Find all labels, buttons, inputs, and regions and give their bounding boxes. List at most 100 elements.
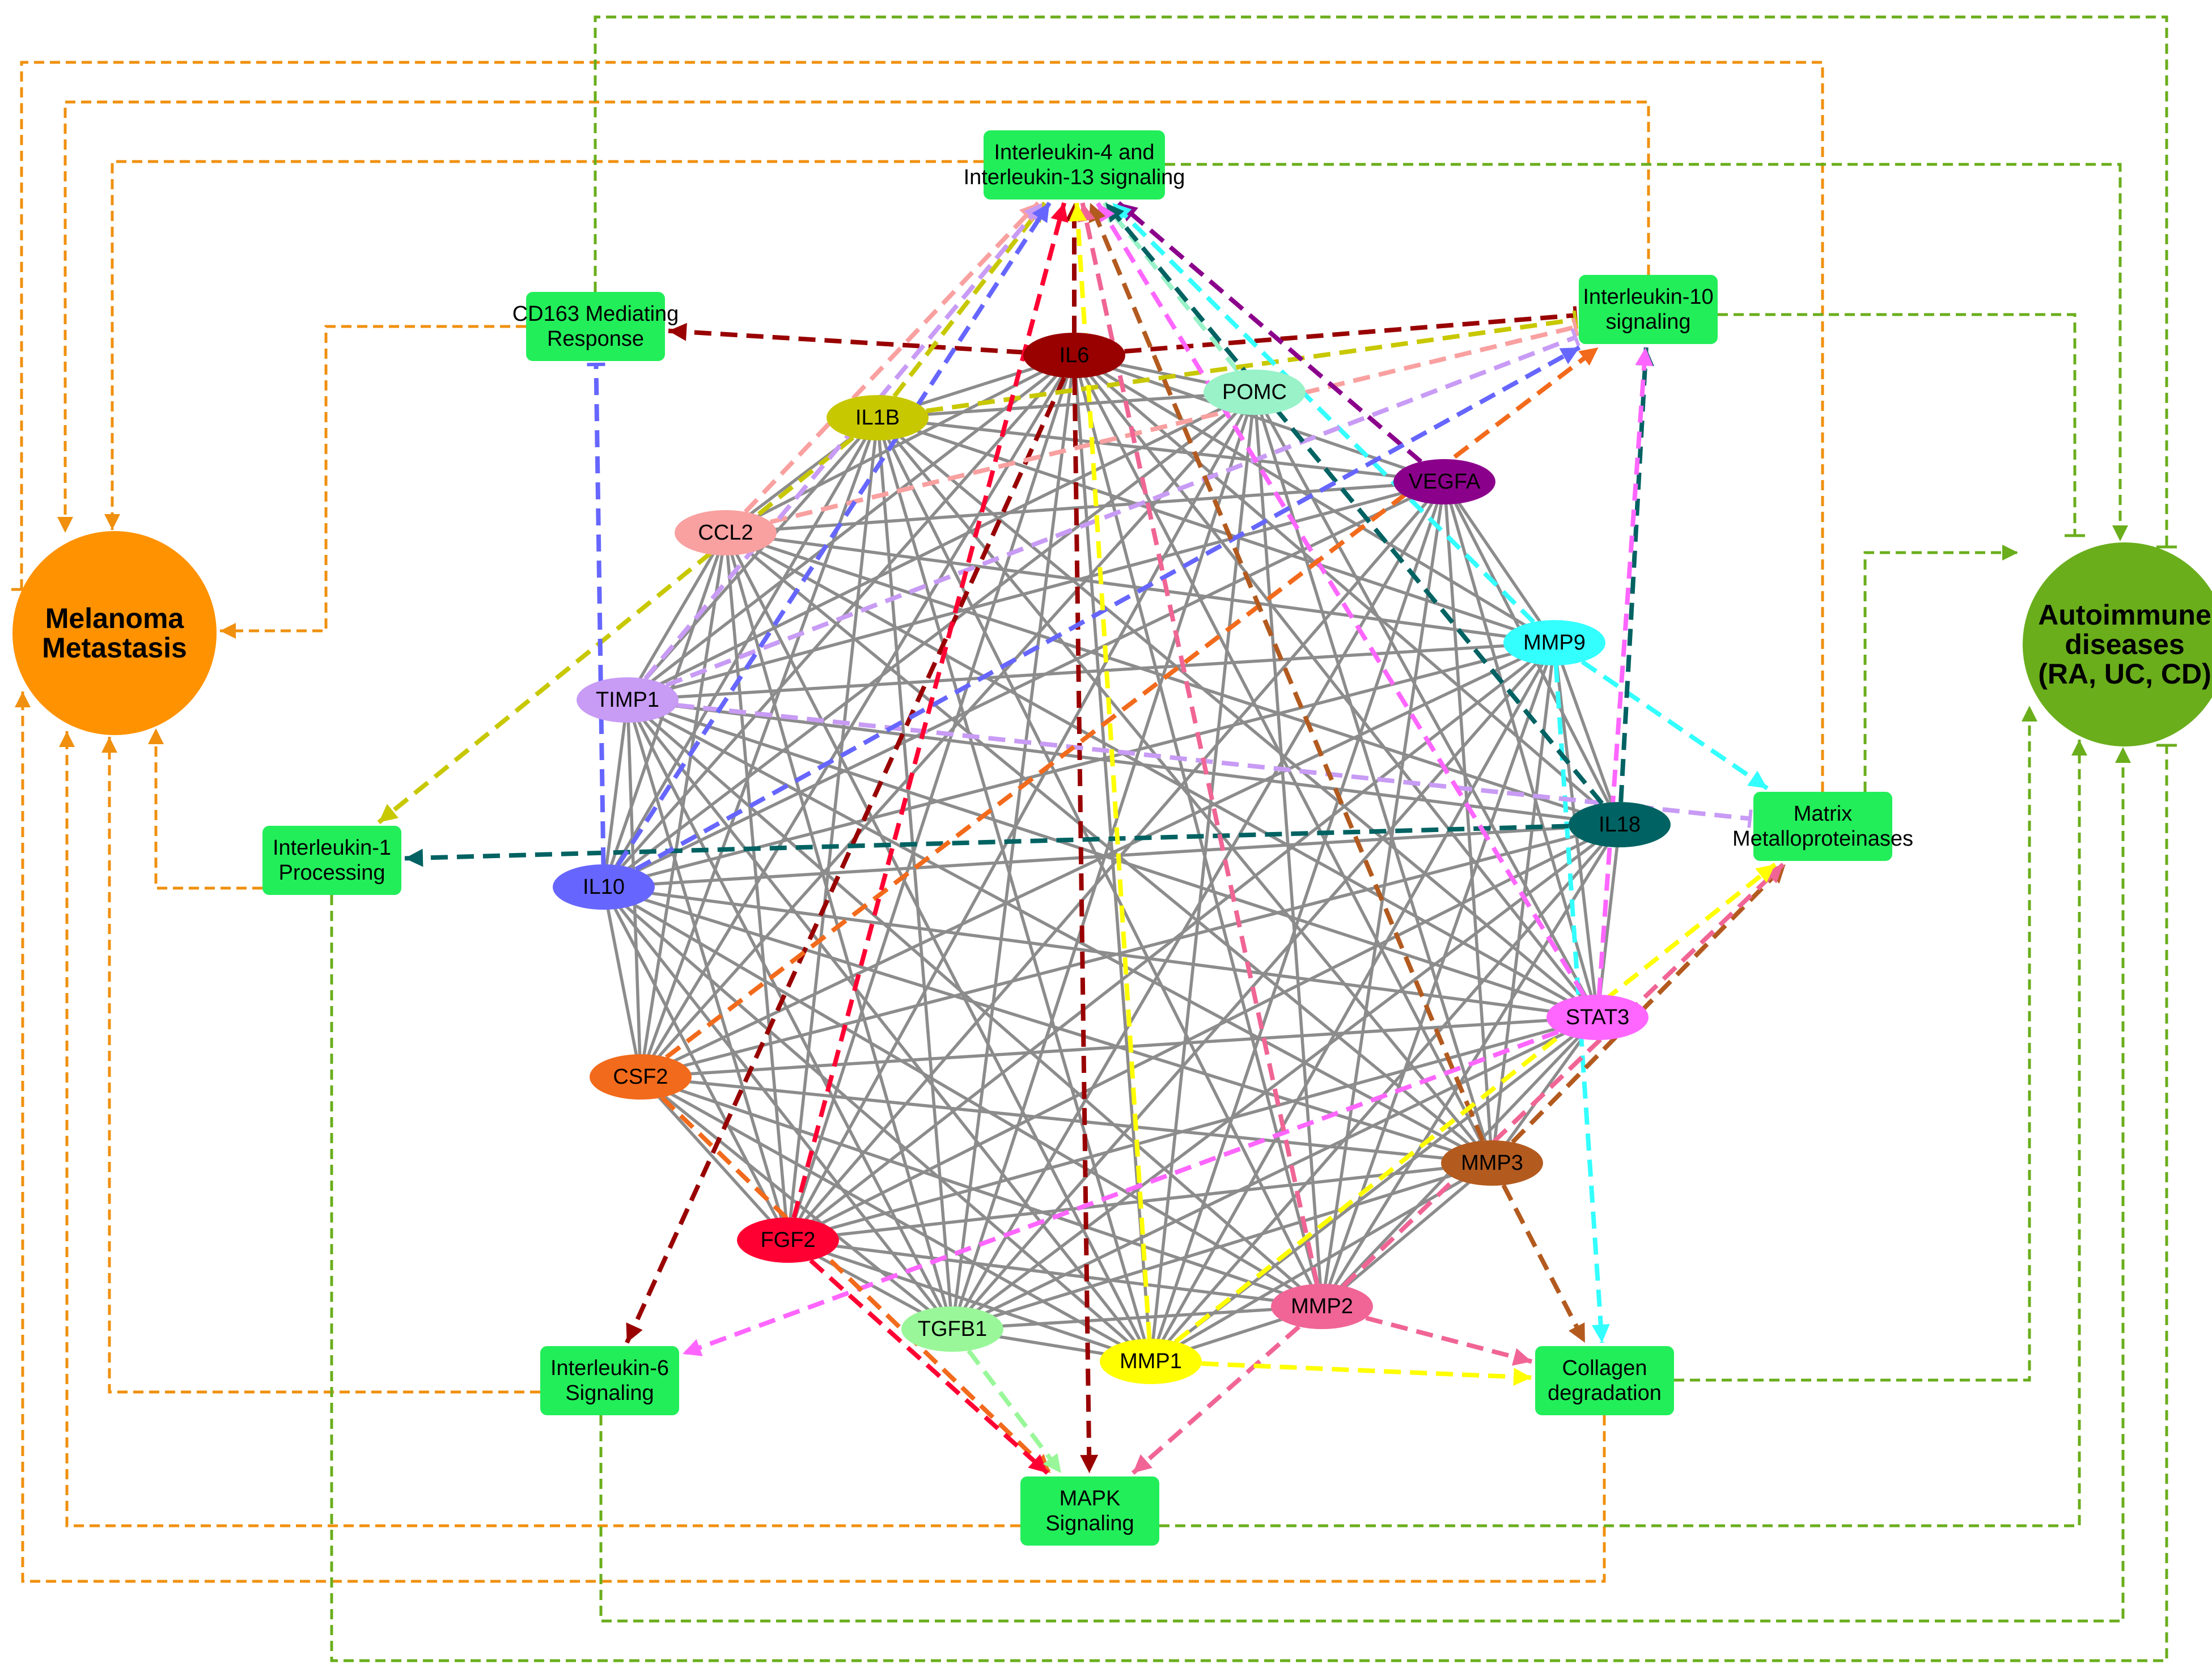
gene-label-mmp3: MMP3 — [1461, 1151, 1523, 1175]
link-il4il13-to-autoimmune — [1165, 163, 2122, 541]
gene-node-vegfa[interactable]: VEGFA — [1393, 459, 1495, 504]
edge-il18-il1proc-arrowhead — [405, 848, 423, 867]
edge-mmp2-collagen-arrowhead — [1511, 1348, 1532, 1366]
gene-ellipse-mmp3 — [1441, 1140, 1543, 1186]
gene-ellipse-ccl2 — [675, 510, 777, 555]
gene-label-mmp1: MMP1 — [1120, 1350, 1182, 1373]
gene-node-pomc[interactable]: POMC — [1204, 370, 1306, 415]
edge-mmp1-collagen — [1201, 1361, 1532, 1380]
ppi-edge-il18-tgfb1 — [951, 823, 1621, 1331]
link-mmps-to-melanoma — [20, 61, 1824, 792]
gene-node-il6[interactable]: IL6 — [1023, 333, 1125, 378]
gene-node-mmp1[interactable]: MMP1 — [1100, 1339, 1202, 1384]
ppi-edge-mmp9-mmp3 — [1490, 642, 1556, 1164]
link-il4il13-to-melanoma — [111, 160, 984, 530]
disease-label-autoimmune-line-1: Autoimmune — [2038, 599, 2211, 631]
ppi-edge-il10-tgfb1 — [602, 886, 954, 1330]
gene-ellipse-il10 — [553, 864, 655, 910]
ppi-edge-il6-timp1 — [626, 354, 1075, 702]
edge-mmp1-collagen-arrowhead — [1513, 1368, 1532, 1386]
gene-node-il18[interactable]: IL18 — [1569, 802, 1671, 847]
ppi-edge-ccl2-tgfb1 — [724, 532, 954, 1330]
gene-node-timp1[interactable]: TIMP1 — [577, 677, 679, 723]
ppi-edge-il1b-mmp2 — [876, 417, 1324, 1308]
ppi-edge-csf2-mmp3 — [640, 1075, 1493, 1165]
edge-il10-il4il13-arrowhead — [1032, 203, 1050, 223]
pathway-label-il4il13-line-1: Interleukin-4 and — [994, 141, 1154, 164]
link-collagen-to-melanoma — [21, 691, 1606, 1583]
link-cd163-to-melanoma — [220, 325, 526, 633]
ppi-edge-il10-stat3 — [603, 885, 1598, 1019]
gene-label-il18: IL18 — [1599, 813, 1641, 837]
edge-timp1-il10sig — [665, 335, 1577, 688]
gene-node-tgfb1[interactable]: TGFB1 — [901, 1306, 1003, 1352]
gene-node-stat3[interactable]: STAT3 — [1546, 995, 1649, 1040]
link-il6sig-to-melanoma-arrowhead — [101, 737, 117, 753]
link-il1proc-to-melanoma — [154, 728, 262, 890]
pathway-box-il1proc — [262, 826, 401, 895]
ppi-edge-il1b-vegfa — [877, 416, 1445, 483]
edge-mmp2-mapk — [1131, 1325, 1301, 1475]
edge-fgf2-mapk — [809, 1258, 1049, 1475]
ppi-edge-vegfa-mmp9 — [1443, 481, 1556, 644]
edge-mmp9-mmps-arrowhead — [1747, 770, 1768, 788]
gene-node-il1b[interactable]: IL1B — [827, 395, 929, 440]
gene-node-fgf2[interactable]: FGF2 — [737, 1217, 839, 1263]
disease-label-melanoma-line-2: Metastasis — [42, 632, 187, 664]
ppi-edge-mmp9-mmp1 — [1149, 642, 1556, 1363]
link-mapk-to-autoimmune-arrowhead — [2071, 740, 2087, 756]
link-collagen-to-autoimmune — [1674, 706, 2031, 1382]
pathway-label-il1proc-line-1: Interleukin-1 — [273, 836, 391, 860]
pathway-label-collagen-line-1: Collagen — [1562, 1356, 1647, 1380]
gene-ellipse-il18 — [1569, 802, 1671, 847]
edge-il6-mapk-arrowhead — [1080, 1454, 1099, 1473]
gene-node-csf2[interactable]: CSF2 — [590, 1054, 692, 1100]
edge-il1b-il1proc-arrowhead — [379, 804, 399, 822]
ppi-edge-ccl2-mmp3 — [724, 531, 1493, 1165]
edge-ccl2-il10sig — [770, 325, 1576, 524]
pathway-box-il6sig — [540, 1346, 679, 1415]
edge-timp1-mmps — [677, 703, 1751, 821]
ppi-edge-il6-vegfa — [1074, 354, 1445, 483]
gene-node-mmp9[interactable]: MMP9 — [1503, 620, 1605, 665]
disease-label-autoimmune-line-2: diseases — [2065, 629, 2184, 660]
gene-node-mmp3[interactable]: MMP3 — [1441, 1140, 1543, 1186]
gene-ellipse-fgf2 — [737, 1217, 839, 1263]
link-mmps-to-autoimmune-arrowhead — [2002, 545, 2018, 561]
edge-fgf2-il4il13-arrowhead — [1050, 203, 1069, 223]
ppi-edge-il1b-mmp9 — [877, 416, 1555, 644]
edge-mmp9-collagen-arrowhead — [1591, 1323, 1610, 1343]
gene-node-mmp2[interactable]: MMP2 — [1271, 1284, 1373, 1329]
ppi-edge-mmp9-il10 — [603, 641, 1555, 889]
gene-label-pomc: POMC — [1222, 380, 1287, 404]
pathway-label-cd163-line-2: Response — [547, 327, 644, 351]
disease-circle-autoimmune — [2023, 542, 2212, 746]
link-mapk-to-melanoma — [65, 731, 1020, 1527]
edge-fgf2-mapk-arrowhead — [1028, 1454, 1048, 1473]
edge-il18-il1proc — [404, 824, 1569, 861]
ppi-edge-fgf2-mmp2 — [787, 1238, 1323, 1308]
ppi-edge-timp1-fgf2 — [626, 699, 790, 1241]
ppi-edge-il1b-stat3 — [876, 416, 1599, 1019]
pathway-label-mapk-line-1: MAPK — [1060, 1487, 1121, 1510]
ppi-edge-mmp3-mmp2 — [1321, 1161, 1493, 1308]
gene-node-il10[interactable]: IL10 — [553, 864, 655, 910]
pathway-label-mmps-line-1: Matrix — [1794, 802, 1852, 826]
edge-il6-il10sig — [1124, 313, 1576, 354]
link-il4il13-to-melanoma-arrowhead — [104, 514, 120, 530]
gene-node-ccl2[interactable]: CCL2 — [675, 510, 777, 555]
link-il1proc-to-autoimmune — [330, 745, 2168, 1662]
gene-label-mmp2: MMP2 — [1291, 1295, 1353, 1318]
